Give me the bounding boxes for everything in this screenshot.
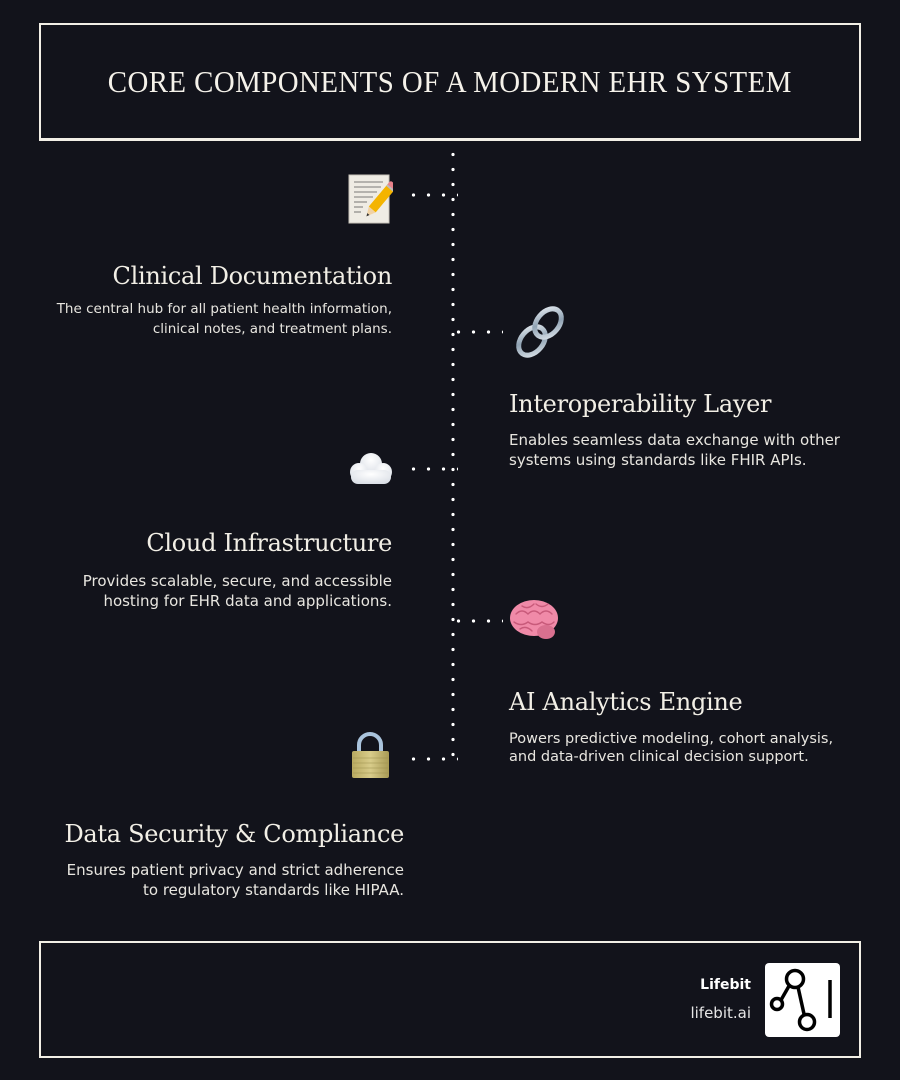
item-title-ai-analytics-engine: AI Analytics Engine [509,688,743,716]
connector-ai-analytics-engine [451,619,503,623]
description-line: clinical notes, and treatment plans. [152,321,392,337]
item-description-ai-analytics-engine: Powers predictive modeling, cohort analy… [509,730,833,766]
item-description-interoperability-layer: Enables seamless data exchange with othe… [509,430,840,470]
page-title: Core Components of a Modern EHR System [107,63,793,99]
item-description-data-security: Ensures patient privacy and strict adher… [67,860,404,900]
connector-interoperability-layer [451,330,503,334]
item-title-cloud-infrastructure: Cloud Infrastructure [146,529,392,557]
footer-banner: Lifebit lifebit.ai [39,941,861,1058]
description-line: to regulatory standards like HIPAA. [143,881,404,899]
description-line: systems using standards like FHIR APIs. [509,451,807,469]
item-title-data-security: Data Security & Compliance [64,820,404,848]
lifebit-logo-icon [765,963,840,1037]
brand-url[interactable]: lifebit.ai [690,1004,751,1022]
item-description-cloud-infrastructure: Provides scalable, secure, and accessibl… [83,571,392,611]
timeline-spine [451,147,455,762]
description-line: hosting for EHR data and applications. [103,592,392,610]
brand-name: Lifebit [700,977,751,993]
lock-icon [348,731,394,781]
brain-icon [508,596,564,644]
cloud-icon [345,450,397,488]
connector-cloud-infrastructure [406,467,458,471]
link-icon [512,305,568,359]
description-line: and data-driven clinical decision suppor… [509,749,809,765]
description-line: Powers predictive modeling, cohort analy… [509,731,834,747]
item-description-clinical-documentation: The central hub for all patient health i… [57,299,392,339]
title-banner: Core Components of a Modern EHR System [39,23,861,141]
description-line: Provides scalable, secure, and accessibl… [82,572,392,590]
memo-icon [345,172,395,226]
description-line: Ensures patient privacy and strict adher… [66,861,404,879]
item-title-interoperability-layer: Interoperability Layer [509,390,772,418]
description-line: The central hub for all patient health i… [56,301,392,317]
connector-data-security [406,757,458,761]
item-title-clinical-documentation: Clinical Documentation [112,262,393,290]
connector-clinical-documentation [406,193,458,197]
description-line: Enables seamless data exchange with othe… [509,431,840,449]
